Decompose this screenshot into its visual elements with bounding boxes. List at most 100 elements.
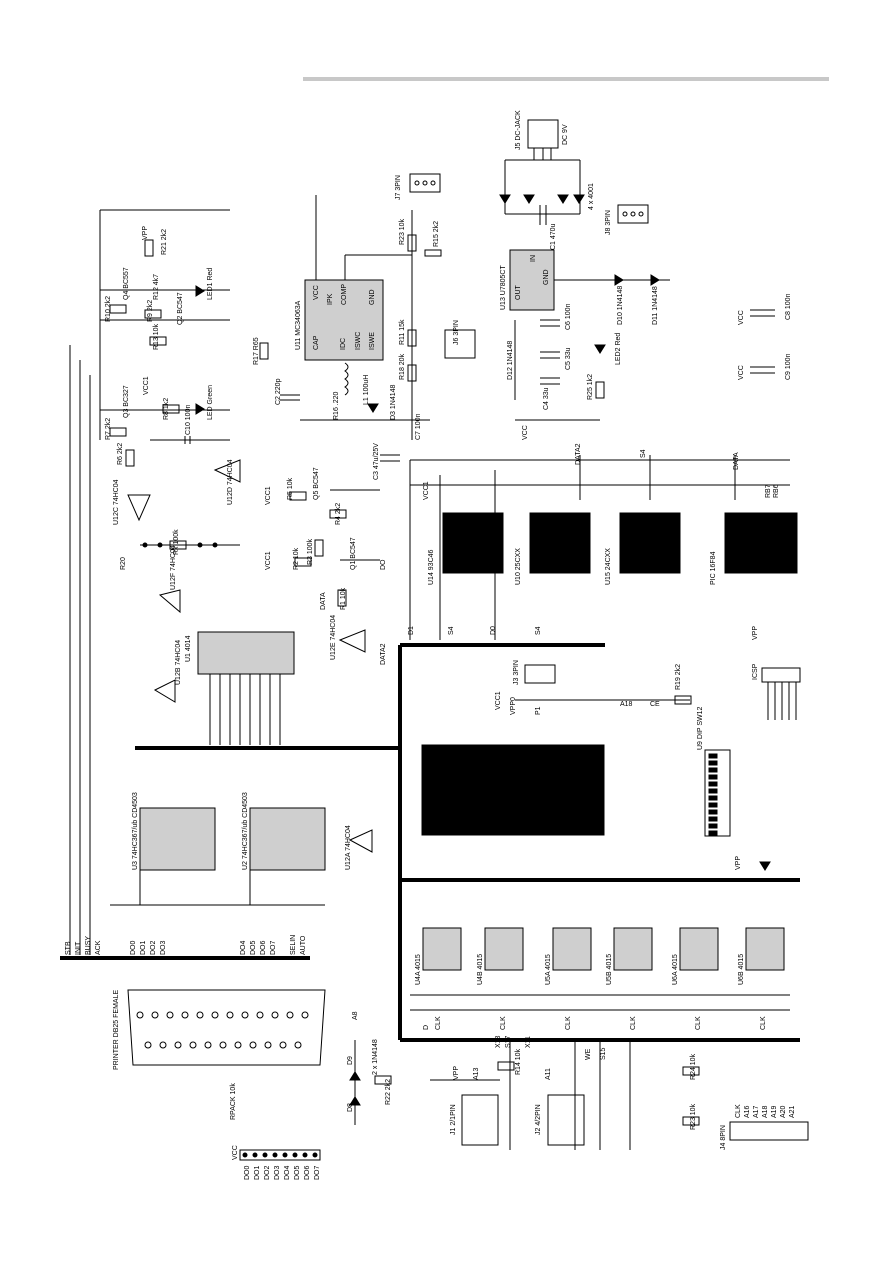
label-r11: R11 15k	[399, 319, 406, 345]
label-data2-a: DATA2	[380, 643, 387, 665]
label-4001: 4 x 4001	[588, 183, 595, 210]
label-rpack-do3: DO3	[274, 1166, 281, 1181]
label-c5: C5 33u	[565, 347, 572, 370]
label-d12: D12 1N4148	[507, 341, 514, 380]
label-c9: C9 100n	[785, 353, 792, 380]
label-data2-b: DATA2	[575, 443, 582, 465]
label-r12: R12 4k7	[153, 274, 160, 300]
label-rpack: RPACK 10k	[230, 1083, 237, 1120]
label-x2: 2 x 1N4148	[372, 1039, 379, 1075]
label-u12b: U12B 74HC04	[175, 640, 182, 685]
db25-connector	[127, 989, 326, 1066]
label-r25: R25 1k2	[587, 374, 594, 400]
u12e-inverter	[338, 629, 366, 653]
label-j6: J6 3PIN	[453, 320, 460, 345]
u4a-4015	[422, 927, 462, 971]
label-s4-b: S4	[448, 626, 455, 635]
label-vcc1-b: VCC1	[265, 551, 272, 570]
label-r18: R18 20k	[399, 353, 406, 380]
label-rpack-do1: DO1	[254, 1166, 261, 1181]
label-u3: U3 74HC367/ub CD4503	[132, 792, 139, 870]
label-r22: R22 2k2	[385, 1079, 392, 1105]
label-icsp: ICSP	[752, 663, 759, 680]
label-r4: R4 2k2	[335, 503, 342, 525]
u10-25cxx	[529, 512, 591, 574]
label-dc9v: DC 9V	[562, 124, 569, 145]
label-clk-c: CLK	[565, 1016, 572, 1030]
j2-connector	[547, 1094, 585, 1146]
label-j4-a18: A18	[762, 1105, 769, 1118]
diode-d6	[557, 194, 569, 204]
label-d9: D9	[347, 1056, 354, 1065]
label-auto: AUTO	[300, 935, 307, 955]
label-j4-a19: A19	[771, 1105, 778, 1118]
label-rpack-do5: DO5	[294, 1166, 301, 1181]
label-j4-a21: A21	[789, 1105, 796, 1118]
label-u15: U15 24CXX	[605, 548, 612, 585]
u6b-4015	[745, 927, 785, 971]
label-we: WE	[585, 1048, 592, 1060]
u12b-inverter	[153, 679, 176, 703]
led2-diode	[594, 344, 606, 354]
label-j4-clk: CLK	[735, 1104, 742, 1118]
eprom-socket	[421, 744, 605, 836]
j7-connector	[409, 173, 441, 193]
label-r19: R19 2k2	[675, 664, 682, 690]
label-c3: C3 47u/25V	[373, 443, 380, 480]
label-u14: U14 93C46	[428, 549, 435, 585]
label-s4-c: S4	[535, 626, 542, 635]
label-vpp0: VPP0	[510, 697, 517, 715]
label-c1: C1 470u	[550, 223, 557, 250]
label-do2: DO2	[150, 941, 157, 956]
label-r20: R20	[120, 557, 127, 570]
dip-sw12	[704, 749, 731, 837]
label-q3: Q3 BC327	[123, 385, 130, 418]
j1-connector	[461, 1094, 499, 1146]
label-rpack-do4: DO4	[284, 1166, 291, 1181]
j8-connector	[617, 204, 649, 224]
j6-connector	[444, 329, 476, 359]
j3-connector	[524, 664, 556, 684]
led1-diode	[195, 285, 205, 297]
label-u13-gnd: GND	[543, 269, 550, 285]
label-vpp-low: VPP	[735, 856, 742, 870]
label-clk-d: CLK	[630, 1016, 637, 1030]
label-vcc1-a: VCC1	[265, 486, 272, 505]
label-c6: C6 100n	[565, 303, 572, 330]
label-u13-in: IN	[530, 255, 537, 262]
label-c4: C4 33u	[543, 387, 550, 410]
icsp-connector	[761, 667, 801, 683]
label-d-sig: D	[423, 1025, 430, 1030]
label-r8: R8 1k2	[163, 398, 170, 420]
label-j1: J1 2/1PIN	[450, 1104, 457, 1135]
label-u6b: U6B 4015	[738, 954, 745, 985]
label-d11: D11 1N4148	[652, 286, 659, 325]
label-a13: A13	[473, 1067, 480, 1080]
label-data-b: DATA	[733, 452, 740, 470]
label-r5: R5 10k	[287, 477, 294, 500]
label-vpp-top: VPP	[142, 226, 149, 240]
label-led-green: LED Green	[207, 385, 214, 420]
label-r24: R24 10k	[690, 1053, 697, 1080]
label-rb7: RB7	[765, 484, 772, 498]
label-u11-idc: IDC	[340, 338, 347, 350]
label-init: INIT	[75, 941, 82, 955]
label-u5a: U5A 4015	[545, 954, 552, 985]
label-u11-ipk: IPK	[327, 293, 334, 305]
label-x11: X11	[525, 1036, 532, 1048]
header-rule	[303, 77, 829, 81]
label-d8: D8	[347, 1103, 354, 1112]
label-s17: S17	[505, 1035, 512, 1048]
label-vcc1-c: VCC1	[423, 481, 430, 500]
label-u12e: U12E 74HC04	[330, 615, 337, 660]
label-do6: DO6	[260, 941, 267, 956]
label-clk-e: CLK	[695, 1016, 702, 1030]
label-d0: D0	[490, 626, 497, 635]
led-green-diode	[195, 403, 205, 415]
label-u4a: U4A 4015	[415, 954, 422, 985]
label-ce: CE	[650, 701, 660, 708]
u5b-4015	[613, 927, 653, 971]
label-u13: U13 U7805CT	[500, 265, 507, 310]
diode-d4	[499, 194, 511, 204]
